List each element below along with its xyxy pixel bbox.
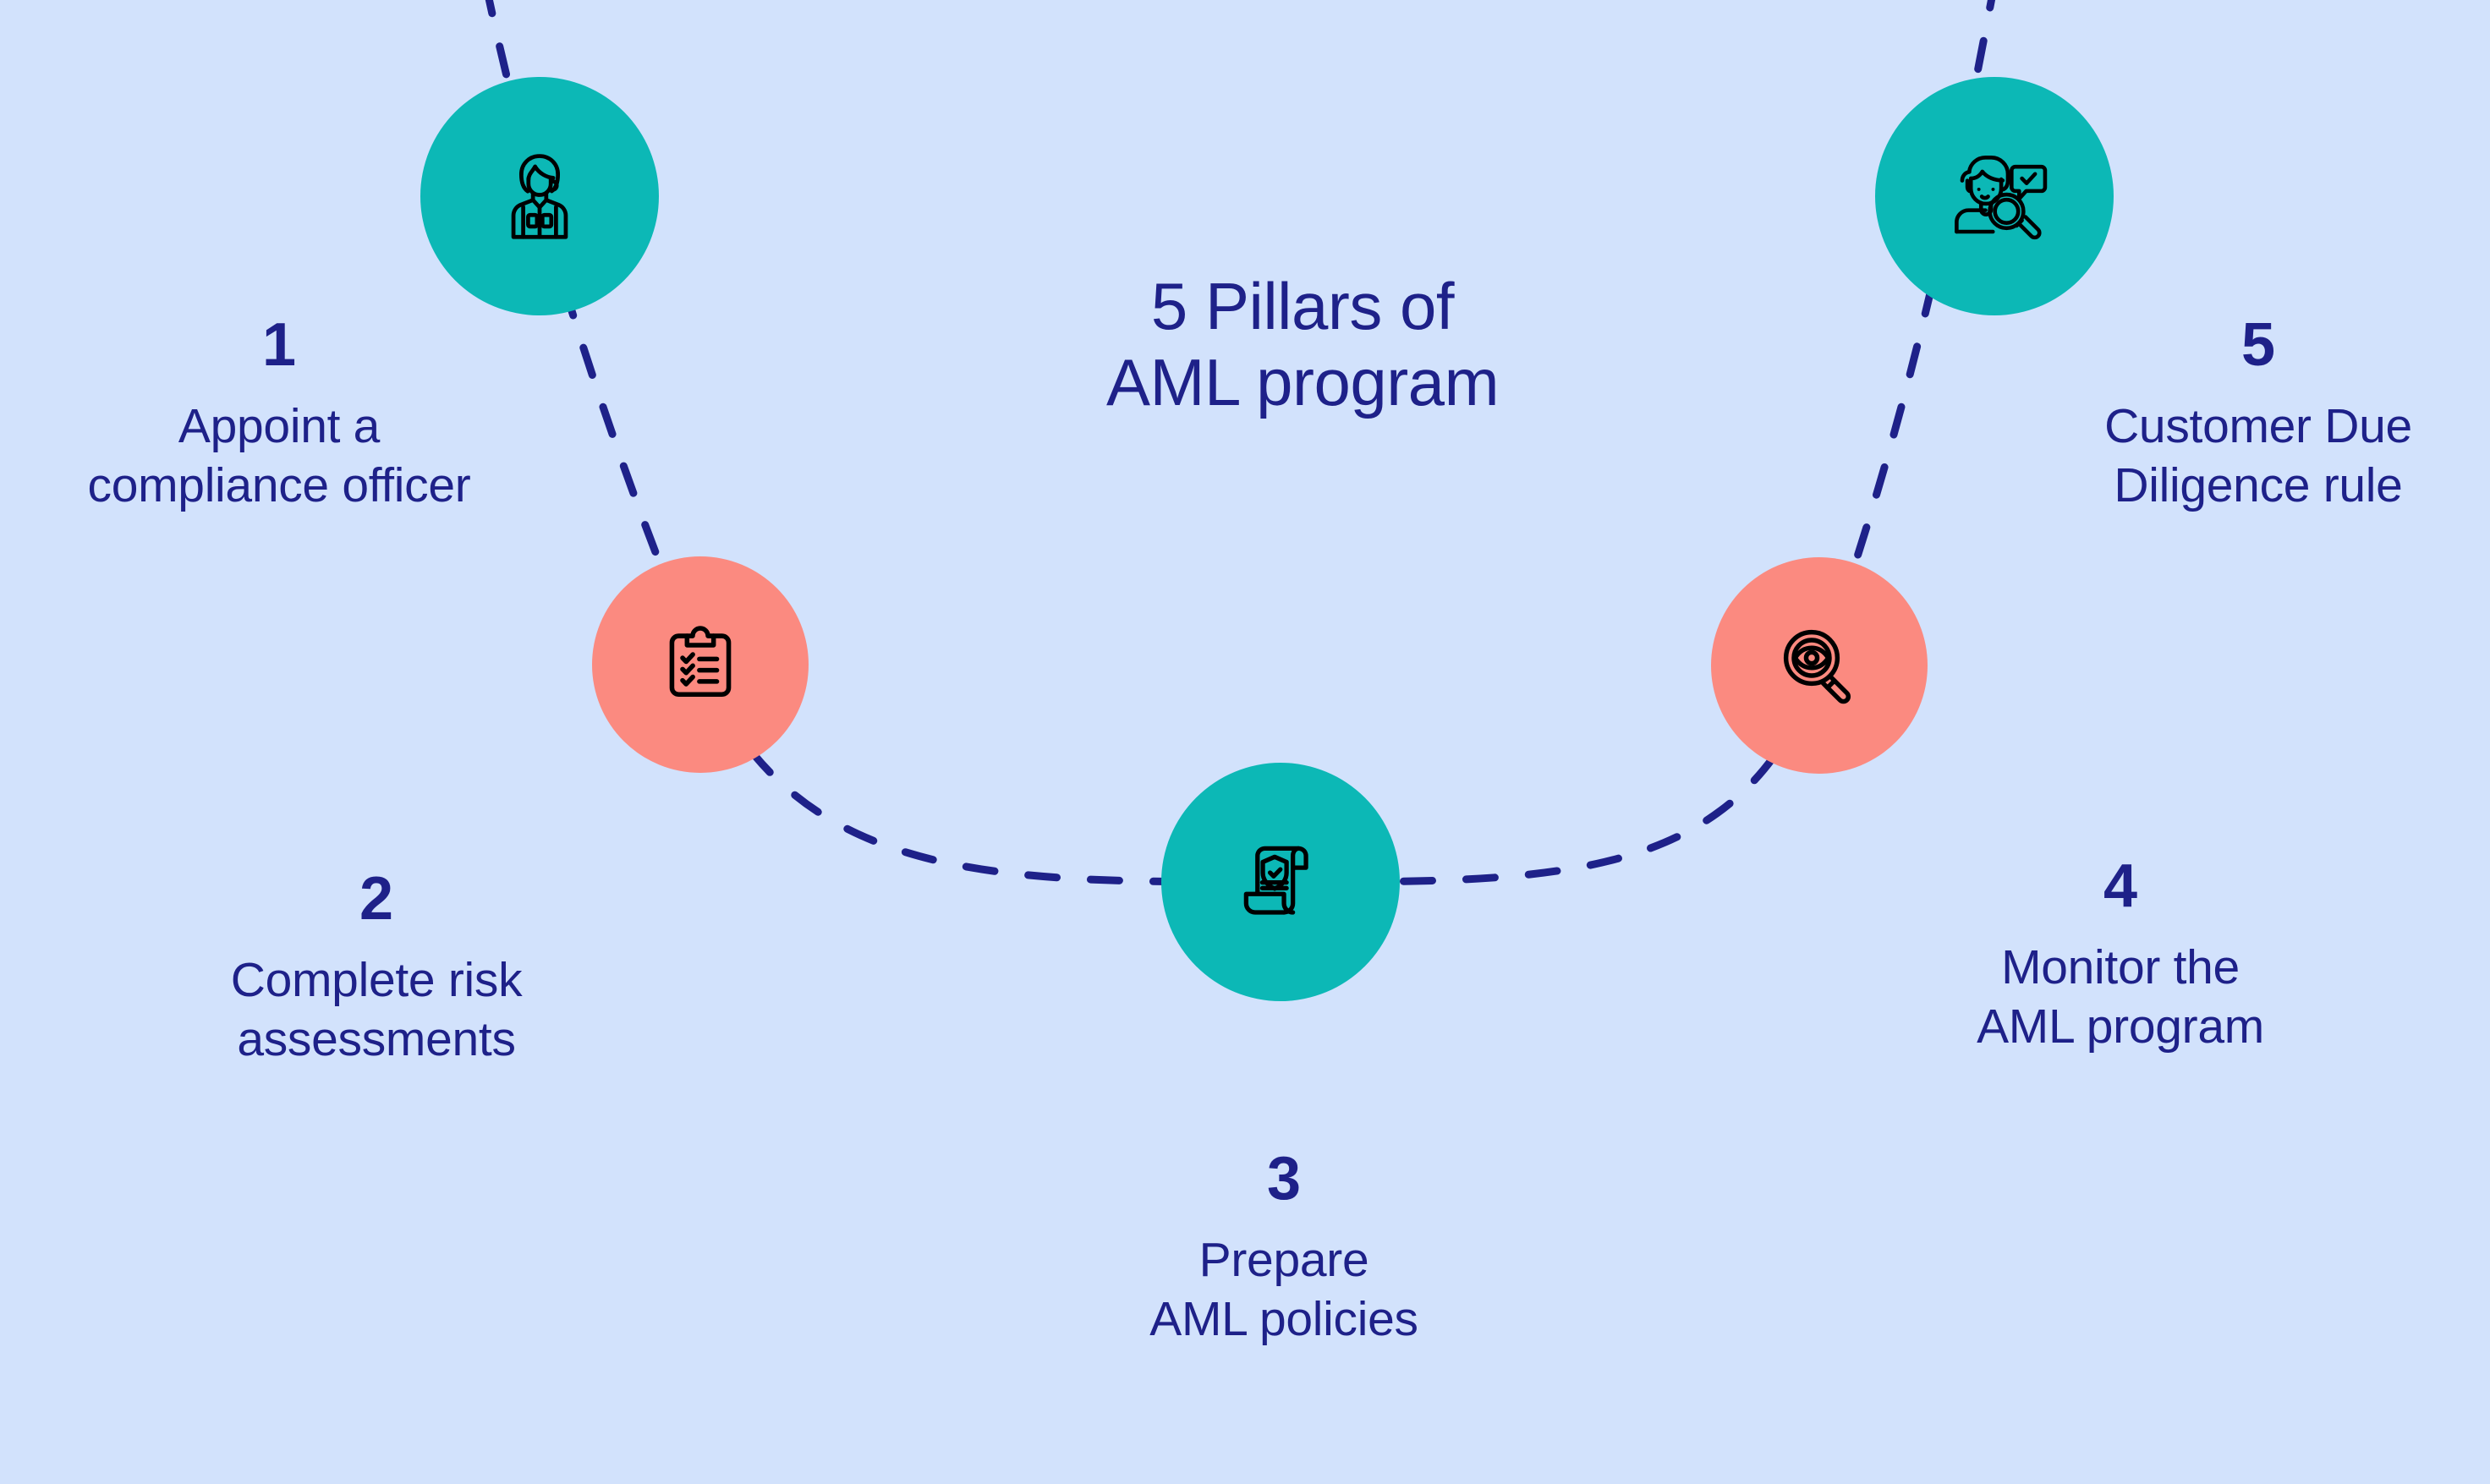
step-circle-4[interactable]	[1711, 557, 1928, 774]
step-number-4: 4	[2103, 852, 2138, 920]
policy-scroll-shield-icon	[1243, 846, 1308, 915]
step-number-2: 2	[359, 865, 394, 933]
step-label-1: Appoint a compliance officer	[87, 399, 471, 512]
step-circle-1[interactable]	[420, 77, 659, 315]
step-circle-2[interactable]	[592, 556, 809, 773]
step-text-2: 2 Complete risk assessments	[114, 868, 639, 1069]
step-text-1: 1 Appoint a compliance officer	[0, 315, 558, 515]
step-text-5: 5 Customer Due Diligence rule	[2027, 315, 2490, 515]
step-number-3: 3	[1266, 1145, 1302, 1213]
step-circle-3[interactable]	[1161, 763, 1400, 1001]
compliance-officer-icon	[511, 154, 568, 239]
clipboard-checklist-icon	[669, 626, 732, 697]
step-label-3: Prepare AML policies	[1149, 1233, 1418, 1346]
magnifier-eye-icon	[1783, 629, 1851, 704]
step-text-3: 3 Prepare AML policies	[1047, 1148, 1521, 1349]
step-label-5: Customer Due Diligence rule	[2104, 399, 2412, 512]
step-text-4: 4 Monitor the AML program	[1879, 856, 2361, 1056]
step-circle-5[interactable]	[1875, 77, 2114, 315]
step-number-1: 1	[261, 311, 297, 379]
step-number-5: 5	[2240, 311, 2276, 379]
step-label-4: Monitor the AML program	[1977, 940, 2264, 1054]
customer-review-magnifier-icon	[1955, 155, 2048, 240]
step-label-2: Complete risk assessments	[230, 953, 523, 1066]
page-title: 5 Pillars of AML program	[1105, 269, 1500, 419]
